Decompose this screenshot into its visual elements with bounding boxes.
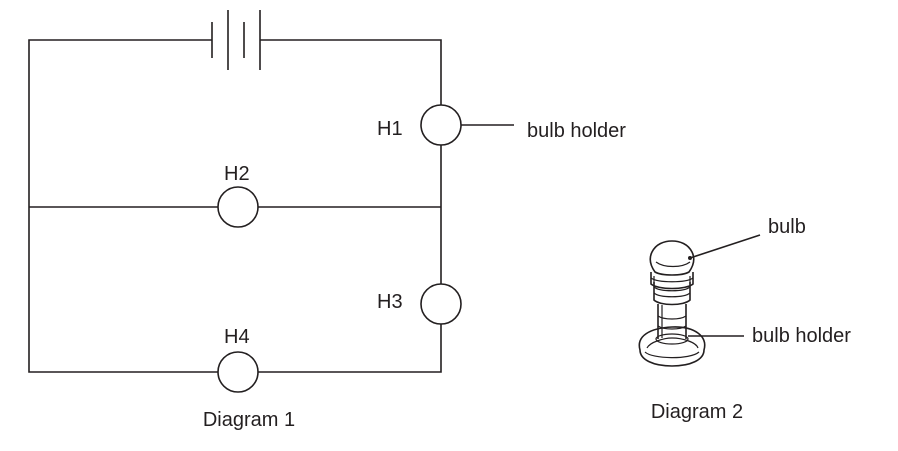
battery-icon	[211, 10, 261, 70]
bulb-screw-thread-icon	[650, 272, 694, 306]
bulb-h4-icon	[217, 351, 259, 393]
diagram-2-caption: Diagram 2	[651, 401, 743, 423]
bulb-holder-pointer-label: bulb holder	[527, 120, 626, 142]
bulb-label: bulb	[768, 216, 806, 238]
holder-label: bulb holder	[752, 325, 851, 347]
holder-base-icon	[638, 326, 706, 367]
bulb-h4-label: H4	[224, 326, 250, 348]
bulb-glass-icon	[649, 240, 695, 276]
bulb-pointer-line	[689, 234, 761, 259]
bulb-h1-icon	[420, 104, 462, 146]
bulb-h2-icon	[217, 186, 259, 228]
bulb-h3-icon	[420, 283, 462, 325]
bulb-h2-label: H2	[224, 163, 250, 185]
circuit-diagram: H1 H2 H3 H4 bulb holder Diagram 1	[28, 10, 626, 431]
holder-stem-icon	[657, 304, 687, 339]
bulb-holder-illustration: bulb bulb holder Diagram 2	[638, 216, 851, 423]
bulb-h3-label: H3	[377, 291, 403, 313]
circuit-wires	[28, 39, 514, 373]
diagram-1-caption: Diagram 1	[203, 409, 295, 431]
bulb-h1-label: H1	[377, 118, 403, 140]
